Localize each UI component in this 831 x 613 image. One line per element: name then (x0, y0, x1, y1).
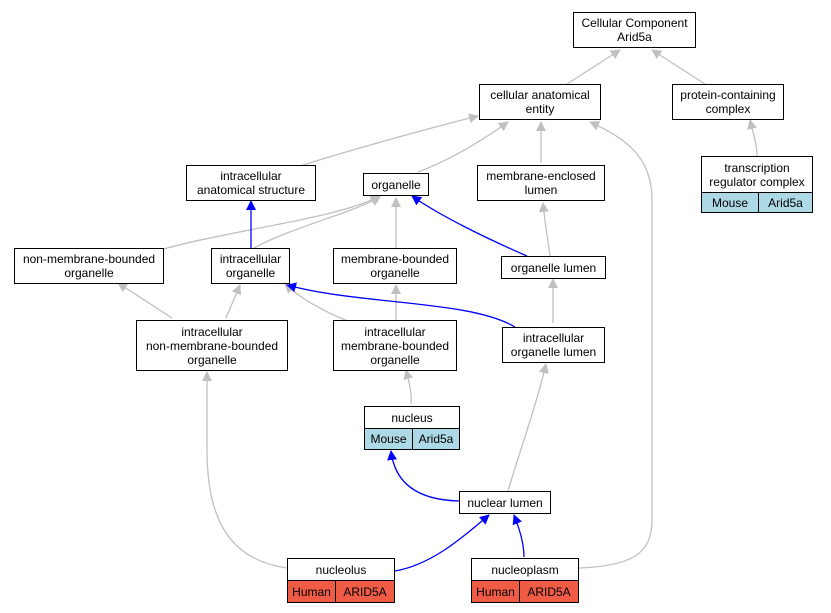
node-label: organelle (225, 266, 276, 280)
edge-ol-org-blue (411, 195, 528, 257)
edge-nl-iol (507, 363, 549, 492)
edge-nmbo-org (159, 195, 381, 251)
node-cellular-component-root[interactable]: Cellular Component Arid5a (573, 12, 696, 48)
node-label: cellular anatomical (490, 88, 590, 102)
node-label: regulator complex (709, 174, 805, 189)
node-label: nuclear lumen (467, 495, 543, 510)
gene-badge: ARID5A (520, 580, 579, 603)
edge-pcc-root (651, 49, 706, 85)
node-label: anatomical structure (196, 183, 306, 197)
node-label: organelle lumen (510, 260, 597, 275)
gene-badge: ARID5A (336, 580, 395, 603)
edge-trc-pcc (747, 119, 758, 157)
node-intracellular-membrane-bounded-organelle[interactable]: intracellular membrane-bounded organelle (333, 320, 457, 371)
node-membrane-bounded-organelle[interactable]: membrane-bounded organelle (333, 248, 457, 284)
node-label: lumen (524, 183, 558, 197)
node-label: organelle lumen (510, 345, 597, 359)
node-label: intracellular (219, 252, 282, 266)
node-non-membrane-bounded-organelle[interactable]: non-membrane-bounded organelle (14, 248, 164, 284)
edge-imbo-io (284, 283, 351, 323)
node-label: membrane-bounded (340, 338, 450, 353)
edge-ias-cae (299, 113, 479, 167)
edge-nl-nuc-blue (387, 450, 460, 502)
node-label: nucleus (391, 410, 433, 425)
node-label: non-membrane-bounded (145, 338, 279, 353)
node-label: Cellular Component (581, 16, 688, 30)
node-label: organelle (370, 266, 420, 280)
node-label: intracellular (220, 169, 282, 183)
node-label: intracellular (181, 324, 243, 339)
species-badge: Mouse (364, 428, 413, 450)
edge-iol-io-blue (286, 282, 516, 328)
node-label: non-membrane-bounded (22, 252, 156, 266)
edge-nucleolus-nl-blue (394, 514, 490, 572)
node-organelle[interactable]: organelle (363, 173, 429, 196)
species-badge: Mouse (701, 192, 759, 213)
node-intracellular-anatomical-structure[interactable]: intracellular anatomical structure (186, 165, 316, 201)
gene-badge: Arid5a (759, 192, 813, 213)
species-badge: Human (471, 580, 520, 603)
edge-nuc-imbo (403, 369, 414, 405)
node-label: transcription (724, 160, 790, 175)
edge-inmbo-io (225, 284, 242, 319)
edge-nucleolus-inmbo (202, 371, 288, 569)
edge-nucleoplasm-cae (578, 121, 653, 569)
node-label: protein-containing (680, 88, 776, 102)
edge-nucleoplasm-nl-blue (512, 514, 525, 558)
node-label: intracellular (364, 324, 426, 339)
gene-badge: Arid5a (413, 428, 460, 450)
node-intracellular-organelle-lumen[interactable]: intracellular organelle lumen (502, 327, 605, 363)
node-label: organelle (370, 352, 420, 367)
node-label: membrane-enclosed (486, 169, 596, 183)
node-nucleus[interactable]: nucleus (364, 406, 460, 429)
node-label: intracellular (522, 331, 585, 345)
annotation-badge-row: Human ARID5A (471, 580, 579, 603)
node-label: entity (525, 102, 555, 116)
node-nuclear-lumen[interactable]: nuclear lumen (459, 491, 551, 514)
edge-inmbo-nmbo (117, 282, 173, 319)
annotation-badge-row: Mouse Arid5a (701, 192, 813, 213)
node-label: nucleolus (315, 562, 367, 577)
edge-cae-root (566, 49, 621, 85)
species-badge: Human (287, 580, 336, 603)
node-nucleolus[interactable]: nucleolus (287, 558, 395, 581)
node-intracellular-organelle[interactable]: intracellular organelle (211, 248, 290, 284)
node-intracellular-non-membrane-bounded-organelle[interactable]: intracellular non-membrane-bounded organ… (136, 320, 288, 371)
node-transcription-regulator-complex[interactable]: transcription regulator complex (701, 156, 813, 193)
edge-io-org (253, 196, 381, 249)
edge-ol-mel (538, 202, 551, 257)
node-membrane-enclosed-lumen[interactable]: membrane-enclosed lumen (477, 165, 605, 201)
node-nucleoplasm[interactable]: nucleoplasm (471, 558, 579, 581)
edge-org-cae (417, 121, 509, 173)
node-label: Arid5a (617, 30, 652, 44)
node-label: organelle (371, 177, 421, 192)
node-label: membrane-bounded (340, 252, 450, 266)
node-label: organelle (187, 352, 237, 367)
node-cellular-anatomical-entity[interactable]: cellular anatomical entity (479, 84, 601, 120)
node-label: nucleoplasm (491, 562, 559, 577)
annotation-badge-row: Mouse Arid5a (364, 428, 460, 450)
node-organelle-lumen[interactable]: organelle lumen (501, 256, 606, 279)
node-label: complex (705, 102, 751, 116)
annotation-badge-row: Human ARID5A (287, 580, 395, 603)
node-protein-containing-complex[interactable]: protein-containing complex (672, 84, 784, 120)
node-label: organelle (64, 266, 114, 280)
